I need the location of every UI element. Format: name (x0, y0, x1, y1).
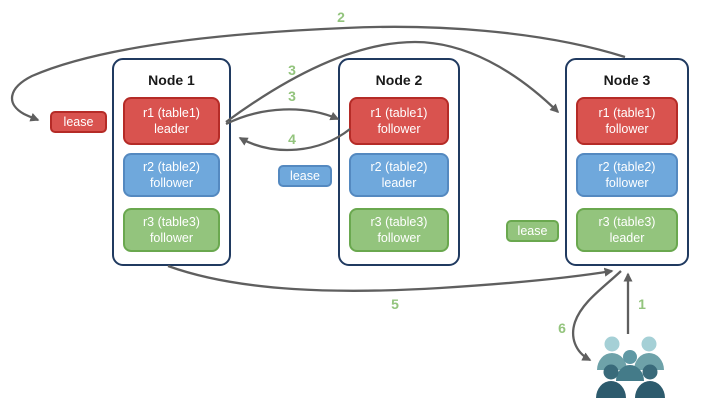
replica-range-label: r2 (table2) (143, 159, 200, 174)
node-2-replica-r2: r2 (table2) leader (349, 153, 449, 197)
step-label-6: 6 (558, 320, 566, 336)
replica-role-label: leader (154, 122, 189, 136)
replica-role-label: follower (377, 231, 421, 245)
replica-role-label: follower (149, 231, 194, 245)
node-1-replica-r2: r2 (table2) follower (123, 153, 220, 197)
person-back-right (634, 336, 664, 370)
replica-role-label: leader (381, 176, 417, 190)
node-3-title: Node 3 (603, 72, 651, 88)
replica-range-label: r3 (table3) (598, 214, 656, 229)
replica-range-label: r1 (table1) (598, 105, 656, 120)
replica-range-label: r3 (table3) (370, 214, 428, 229)
person-back-left (597, 336, 627, 370)
replica-role-label: follower (377, 122, 421, 136)
person-middle (616, 350, 644, 381)
step-label-4: 4 (288, 131, 296, 147)
node-1-title: Node 1 (148, 72, 195, 88)
arrow-step-6 (571, 270, 622, 362)
people-group-icon (596, 336, 665, 398)
replica-range-label: r1 (table1) (143, 105, 200, 120)
replica-role-label: follower (605, 122, 649, 136)
node-3-replica-r3: r3 (table3) leader (576, 208, 678, 252)
node-2-title: Node 2 (375, 72, 423, 88)
step-label-1: 1 (638, 296, 646, 312)
arrow-step-2 (11, 25, 626, 122)
person-front-right (635, 364, 665, 398)
node-1-replica-r1: r1 (table1) leader (123, 97, 220, 145)
replica-range-label: r2 (table2) (370, 159, 428, 174)
step-label-3-short: 3 (288, 88, 296, 104)
node-3-replica-r2: r2 (table2) follower (576, 153, 678, 197)
node-1: Node 1 r1 (table1) leader r2 (table2) fo… (112, 58, 231, 266)
node-2: Node 2 r1 (table1) follower r2 (table2) … (338, 58, 460, 266)
node-3-replica-r1: r1 (table1) follower (576, 97, 678, 145)
lease-tag-r2: lease (278, 165, 332, 187)
step-label-2: 2 (337, 9, 345, 25)
node-1-replica-r3: r3 (table3) follower (123, 208, 220, 252)
replica-role-label: leader (609, 231, 645, 245)
person-front-left (596, 364, 626, 398)
lease-tag-r3: lease (506, 220, 559, 242)
step-label-5: 5 (391, 296, 399, 312)
replica-role-label: follower (149, 176, 194, 190)
lease-tag-r1: lease (50, 111, 107, 133)
step-label-3-long: 3 (288, 62, 296, 78)
arrow-step-3-short (225, 108, 340, 126)
node-2-replica-r1: r1 (table1) follower (349, 97, 449, 145)
replica-range-label: r2 (table2) (598, 159, 656, 174)
arrow-step-5 (167, 264, 614, 292)
node-3: Node 3 r1 (table1) follower r2 (table2) … (565, 58, 689, 266)
node-2-replica-r3: r3 (table3) follower (349, 208, 449, 252)
replica-range-label: r1 (table1) (370, 105, 428, 120)
replica-range-label: r3 (table3) (143, 214, 200, 229)
replica-role-label: follower (605, 176, 649, 190)
